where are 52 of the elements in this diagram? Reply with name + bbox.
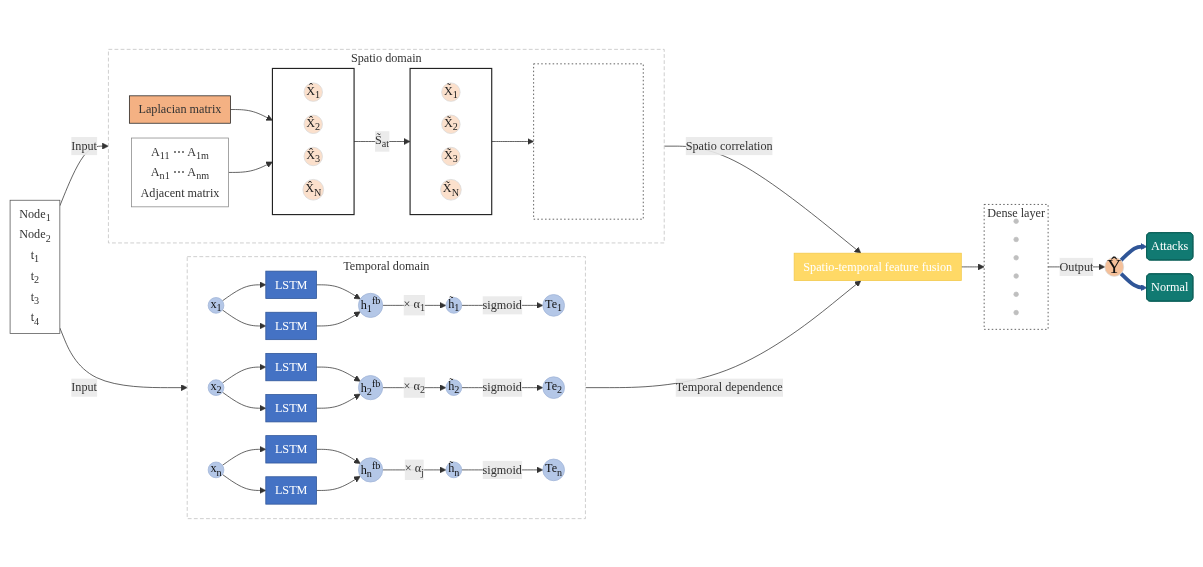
edge-label: sigmoid (482, 298, 522, 311)
node-circle: X̂$_{1}$ (303, 82, 323, 102)
node-box: A$_{11}$ ⋯ A$_{1m}$ A$_{n1}$ ⋯ A$_{nm}$ Adjacent matrix (131, 137, 229, 207)
cluster (271, 67, 355, 215)
node-circle: Te$_{1}$ (542, 293, 565, 317)
node-circle: X̂$_{N}$ (302, 178, 324, 200)
node-box: LSTM (265, 270, 317, 299)
node-circle: X̂$_{3}$ (303, 146, 323, 166)
edge-label: S̃$_{at}$ (375, 132, 390, 150)
edge-label: sigmoid (482, 380, 522, 394)
node-circle (1013, 309, 1019, 315)
node-box: Spatio-temporal feature fusion (793, 252, 962, 281)
arrow (1119, 271, 1148, 291)
node-box (533, 62, 644, 220)
node-circle: x$_{1}$ (207, 296, 225, 314)
node-box: Laplacian matrix (129, 94, 231, 124)
node-circle: Te$_{n}$ (542, 458, 565, 481)
node-circle (1013, 291, 1019, 297)
node-circle: h̃$_{n}$ (445, 461, 463, 478)
edge-label: Input (71, 138, 97, 152)
node-circle: x$_{n}$ (207, 461, 225, 478)
edge-label: Input (71, 380, 97, 394)
node-circle: X̃$_{1}$ (441, 82, 461, 102)
node-circle: x$_{2}$ (207, 378, 225, 396)
node-circle: X̂$_{2}$ (303, 114, 323, 134)
edge-label: Spatio correlation (685, 138, 773, 152)
node-circle: h̃$_{2}$ (445, 378, 463, 396)
node-circle: X̃$_{2}$ (441, 114, 461, 134)
node-circle: Te$_{2}$ (542, 375, 565, 399)
node-circle (1013, 218, 1019, 224)
node-box: LSTM (265, 393, 317, 422)
edge-label: × α$_{1}$ (403, 296, 425, 313)
node-circle (1013, 272, 1019, 279)
edge-label: × α$_{j}$ (404, 461, 424, 478)
node-box: LSTM (265, 352, 317, 381)
node-box: LSTM (265, 475, 317, 505)
cluster (409, 67, 493, 215)
arrow (1119, 242, 1148, 262)
node-circle (1013, 254, 1019, 260)
node-circle: Ŷ (1104, 256, 1125, 277)
node-box: LSTM (265, 434, 317, 463)
edge-label: Output (1059, 259, 1094, 273)
node-circle: X̃$_{N}$ (440, 178, 462, 200)
node-circle: h̃$_{1}$ (445, 296, 463, 314)
edge-label: sigmoid (482, 462, 522, 476)
edge-label: × α$_{2}$ (403, 379, 425, 396)
node-box: Node$_{1}$ Node$_{2}$ t$_{1}$ t$_{2}$ t$_{3}$ t$_{4}$ (9, 199, 61, 334)
edge-label: Temporal dependence (675, 380, 783, 394)
node-circle (1013, 236, 1019, 242)
node-circle: X̃$_{3}$ (441, 146, 461, 166)
cluster: Dense layer (983, 203, 1049, 330)
node-box: LSTM (265, 311, 317, 340)
